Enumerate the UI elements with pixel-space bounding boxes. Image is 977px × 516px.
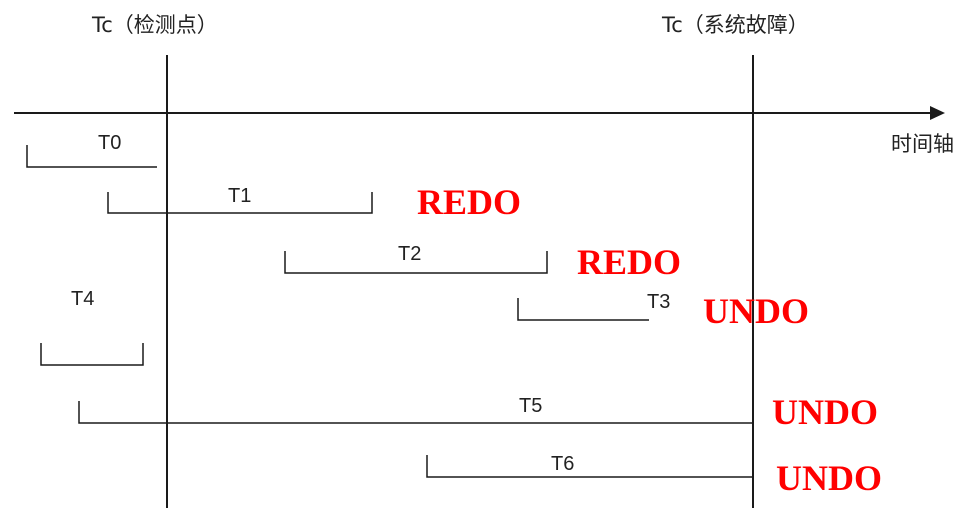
transaction-t6-label: T6 bbox=[551, 453, 574, 475]
time-axis-arrowhead bbox=[930, 106, 945, 120]
transaction-t5-label: T5 bbox=[519, 395, 542, 417]
transaction-t1-label: T1 bbox=[228, 185, 251, 207]
transaction-t2-action: REDO bbox=[577, 242, 681, 282]
transaction-t4-label: T4 bbox=[71, 288, 94, 310]
transaction-t1-action: REDO bbox=[417, 182, 521, 222]
failure-label: Tc（系统故障） bbox=[661, 13, 809, 37]
checkpoint-label: Tc（检测点） bbox=[91, 13, 218, 37]
transaction-t1-bracket bbox=[107, 192, 373, 214]
transaction-t2-bracket bbox=[284, 251, 548, 274]
transaction-t5-action: UNDO bbox=[772, 392, 878, 432]
transaction-t4-bracket bbox=[40, 343, 144, 366]
time-axis-label: 时间轴 bbox=[891, 132, 954, 156]
transaction-t0-label: T0 bbox=[98, 132, 121, 154]
transaction-t0-bracket bbox=[26, 145, 157, 168]
transaction-t6-bracket bbox=[426, 455, 753, 478]
transaction-t5-bracket bbox=[78, 401, 753, 424]
transaction-t6-action: UNDO bbox=[776, 458, 882, 498]
transaction-t3-action: UNDO bbox=[703, 291, 809, 331]
transaction-t3-bracket bbox=[517, 298, 649, 321]
transaction-t3-label: T3 bbox=[647, 291, 670, 313]
transaction-t2-label: T2 bbox=[398, 243, 421, 265]
